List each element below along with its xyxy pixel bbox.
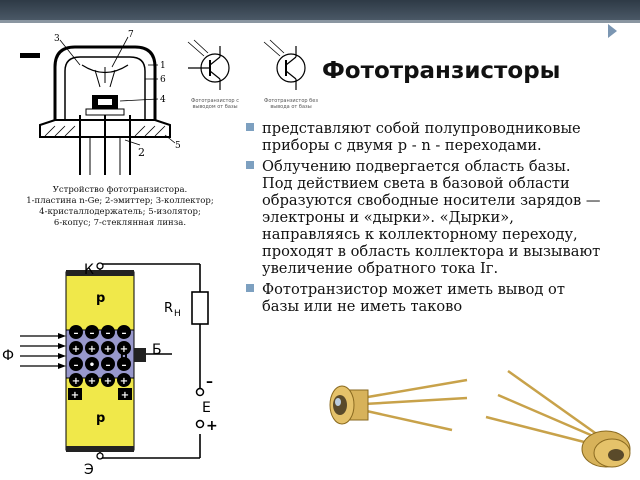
bullet-square-icon xyxy=(246,161,254,169)
svg-text:+: + xyxy=(104,376,112,387)
caption-line: Устройство фототранзистора. xyxy=(52,185,188,195)
svg-text:•: • xyxy=(89,360,95,371)
svg-text:+: + xyxy=(72,376,80,387)
svg-text:+: + xyxy=(88,344,96,355)
base-label: Б xyxy=(152,342,162,358)
source-label: Е xyxy=(202,400,211,416)
symbol-caption-with-base: Фототранзистор с выводом от базы xyxy=(191,98,239,110)
svg-text:+: + xyxy=(120,344,128,355)
minus-sign: – xyxy=(206,374,213,390)
callout-3: 3 xyxy=(54,34,60,44)
bullet-square-icon xyxy=(246,123,254,131)
svg-text:+: + xyxy=(121,390,129,401)
phototransistor-photo-right xyxy=(485,369,631,468)
circuit-diagram: –––– ++++ –•–– ++++ + + К Э Б Ф p n p R … xyxy=(2,256,240,478)
housing-inner xyxy=(64,56,146,125)
svg-text:+: + xyxy=(104,344,112,355)
p-top-label: p xyxy=(96,291,105,306)
plus-sign: + xyxy=(206,418,218,434)
load-resistor xyxy=(191,291,209,325)
svg-text:+: + xyxy=(72,344,80,355)
caption-line: 6-копус; 7-стеклянная линза. xyxy=(53,218,187,228)
light-label: Ф xyxy=(2,348,14,364)
caption-line: 1-пластина n-Ge; 2-эмиттер; 3-коллектор; xyxy=(26,196,214,206)
load-label: R xyxy=(164,301,173,316)
light-arrows xyxy=(20,335,62,367)
symbol-caption-without-base: Фототранзистор без вывода от базы xyxy=(264,98,318,110)
bullet-text: представляют собой полупроводниковые при… xyxy=(262,120,581,154)
phototransistor-photo-left xyxy=(329,378,468,432)
bullet-item: Облучению подвергается область базы. Под… xyxy=(246,158,602,277)
bullet-text: Фототранзистор может иметь вывод от базы… xyxy=(262,281,565,315)
slide-title: Фототранзисторы xyxy=(322,58,561,84)
bullet-item: Фототранзистор может иметь вывод от базы… xyxy=(246,281,602,315)
hatch-strip xyxy=(20,53,40,58)
slide-header-line xyxy=(0,20,640,23)
callout-4: 4 xyxy=(160,95,166,105)
construction-caption: Устройство фототранзистора. 1-пластина n… xyxy=(0,185,240,229)
charge-carriers: –––– ++++ –•–– ++++ + + xyxy=(68,325,132,401)
svg-text:–: – xyxy=(122,360,127,371)
housing-cap xyxy=(53,45,157,125)
symbol-without-base xyxy=(263,39,306,90)
callout-7: 7 xyxy=(128,30,134,40)
slide-header-bar xyxy=(0,0,640,20)
svg-text:–: – xyxy=(74,328,79,339)
svg-text:–: – xyxy=(106,360,111,371)
symbol-with-base xyxy=(187,39,230,90)
construction-diagram: 3 7 1 6 4 2 5 xyxy=(20,30,181,175)
load-sub-label: Н xyxy=(174,309,181,319)
bullet-list: представляют собой полупроводниковые при… xyxy=(246,120,602,319)
bullet-item: представляют собой полупроводниковые при… xyxy=(246,120,602,154)
svg-text:–: – xyxy=(122,328,127,339)
caption-line: 4-кристаллодержатель; 5-изолятор; xyxy=(39,207,201,217)
svg-text:–: – xyxy=(106,328,111,339)
p-bottom-label: p xyxy=(96,411,105,426)
callout-2: 2 xyxy=(138,146,145,159)
emitter-label: Э xyxy=(84,462,94,478)
svg-text:+: + xyxy=(120,376,128,387)
n-label: n xyxy=(120,348,128,361)
callout-5: 5 xyxy=(175,141,181,151)
chevron-right-icon xyxy=(608,24,617,38)
callout-6: 6 xyxy=(160,75,166,85)
leads xyxy=(79,115,131,175)
svg-text:+: + xyxy=(88,376,96,387)
collector-label: К xyxy=(84,262,94,278)
svg-text:–: – xyxy=(90,328,95,339)
callout-1: 1 xyxy=(160,61,166,71)
svg-text:–: – xyxy=(74,360,79,371)
svg-text:+: + xyxy=(71,390,79,401)
bullet-square-icon xyxy=(246,284,254,292)
bullet-text: Облучению подвергается область базы. Под… xyxy=(262,158,601,277)
